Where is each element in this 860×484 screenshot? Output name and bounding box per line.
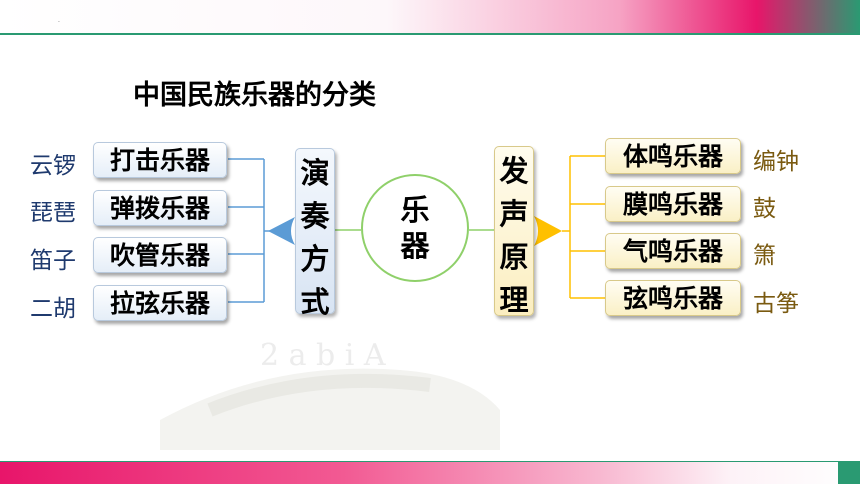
left-example-4: 二胡 [30, 296, 76, 322]
sound-principle-char: 声 [499, 197, 529, 231]
left-category-box-4: 拉弦乐器 [93, 285, 227, 321]
top-divider [0, 33, 860, 35]
background-watermark: 2 a b i A [160, 338, 500, 450]
left-arrowhead [268, 217, 295, 245]
left-example-2: 琵琶 [30, 200, 76, 226]
corner-mark: · [58, 19, 60, 26]
right-arrowhead [534, 216, 562, 246]
right-example-1: 编钟 [753, 149, 799, 175]
right-connectors [562, 155, 605, 299]
left-example-3: 笛子 [30, 248, 76, 274]
left-example-1: 云锣 [30, 153, 76, 179]
left-connectors [228, 158, 282, 303]
sound-principle-label: 发 声 原 理 [494, 146, 534, 317]
sound-principle-char: 发 [499, 154, 529, 188]
left-category-box-1: 打击乐器 [93, 142, 227, 178]
center-circle-instruments: 乐 器 [361, 174, 469, 282]
center-char-2: 器 [400, 229, 430, 263]
bottom-corner-accent [838, 462, 860, 484]
sound-principle-char: 理 [499, 283, 529, 317]
right-category-box-4: 弦鸣乐器 [605, 280, 741, 316]
right-example-3: 箫 [753, 243, 776, 269]
performance-method-label: 演 奏 方 式 [295, 148, 335, 319]
right-example-2: 鼓 [753, 196, 776, 222]
performance-method-char: 式 [300, 285, 330, 319]
right-category-box-1: 体鸣乐器 [605, 138, 741, 174]
right-example-4: 古筝 [753, 291, 799, 317]
center-char-1: 乐 [400, 193, 430, 227]
sound-principle-char: 原 [499, 240, 529, 274]
performance-method-char: 演 [300, 156, 330, 190]
top-banner [0, 0, 860, 34]
left-category-box-2: 弹拨乐器 [93, 190, 227, 226]
right-category-box-2: 膜鸣乐器 [605, 186, 741, 222]
diagram-title: 中国民族乐器的分类 [133, 80, 376, 111]
performance-method-char: 奏 [300, 199, 330, 233]
right-category-box-3: 气鸣乐器 [605, 233, 741, 269]
bottom-banner [0, 462, 860, 484]
svg-text:2 a b i A: 2 a b i A [260, 338, 386, 373]
performance-method-char: 方 [300, 242, 330, 276]
left-category-box-3: 吹管乐器 [93, 237, 227, 273]
